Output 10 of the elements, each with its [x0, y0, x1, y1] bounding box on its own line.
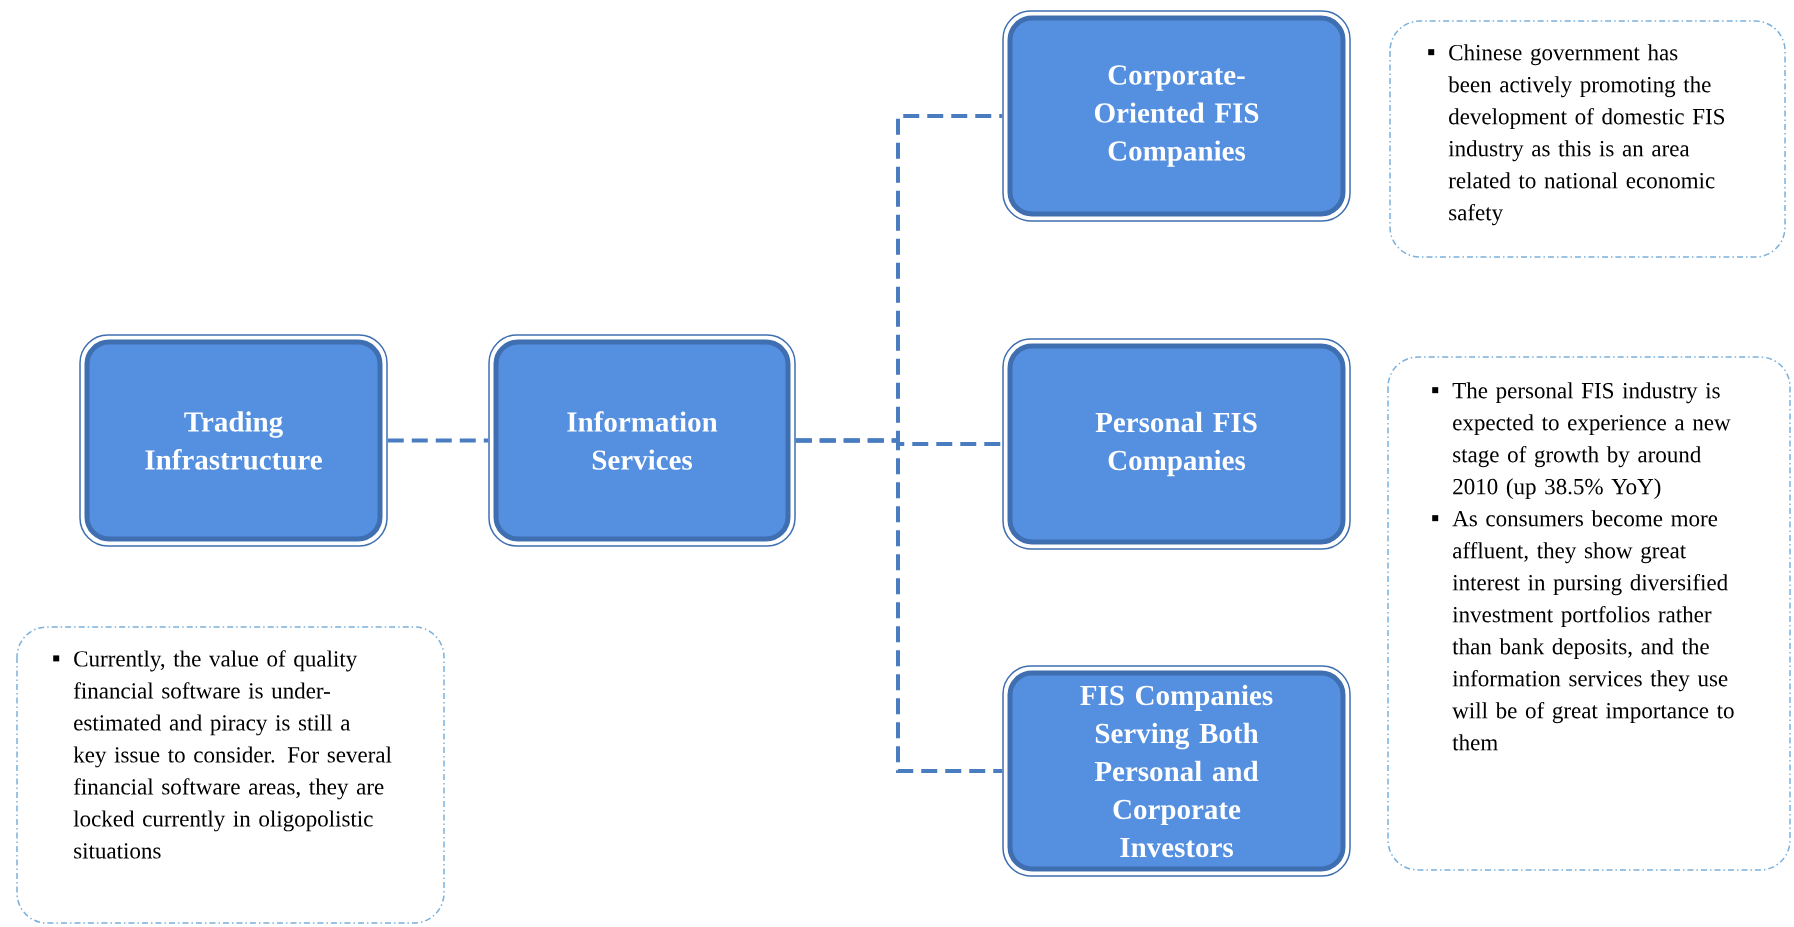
process-box: Trading Infrastructure: [79, 334, 388, 547]
process-box: FIS Companies Serving Both Personal and Corporate Investors: [1002, 665, 1351, 877]
connector-line: [795, 438, 1003, 773]
process-box: Information Services: [488, 334, 796, 547]
note-box: Currently, the value of quality financial software is under-estimated and piracy is still a key issue to consider. For several financial software areas, they are locked currently in oligopolistic situations: [16, 626, 445, 924]
process-box: Corporate-Oriented FIS Companies: [1002, 10, 1351, 222]
note-box: The personal FIS industry is expected to experience a new stage of growth by around 2010 (up 38.5% YoY) As consumers become more affluent, they show great interest in pursing diversified investment portfolios rather than bank deposits, and the information services they use will be of great importance to them: [1387, 356, 1791, 871]
connector-line: [387, 438, 489, 443]
note-box: Chinese government has been actively promoting the development of domestic FIS industry as this is an area related to national economic safety: [1389, 20, 1786, 258]
process-box: Personal FIS Companies: [1002, 338, 1351, 550]
